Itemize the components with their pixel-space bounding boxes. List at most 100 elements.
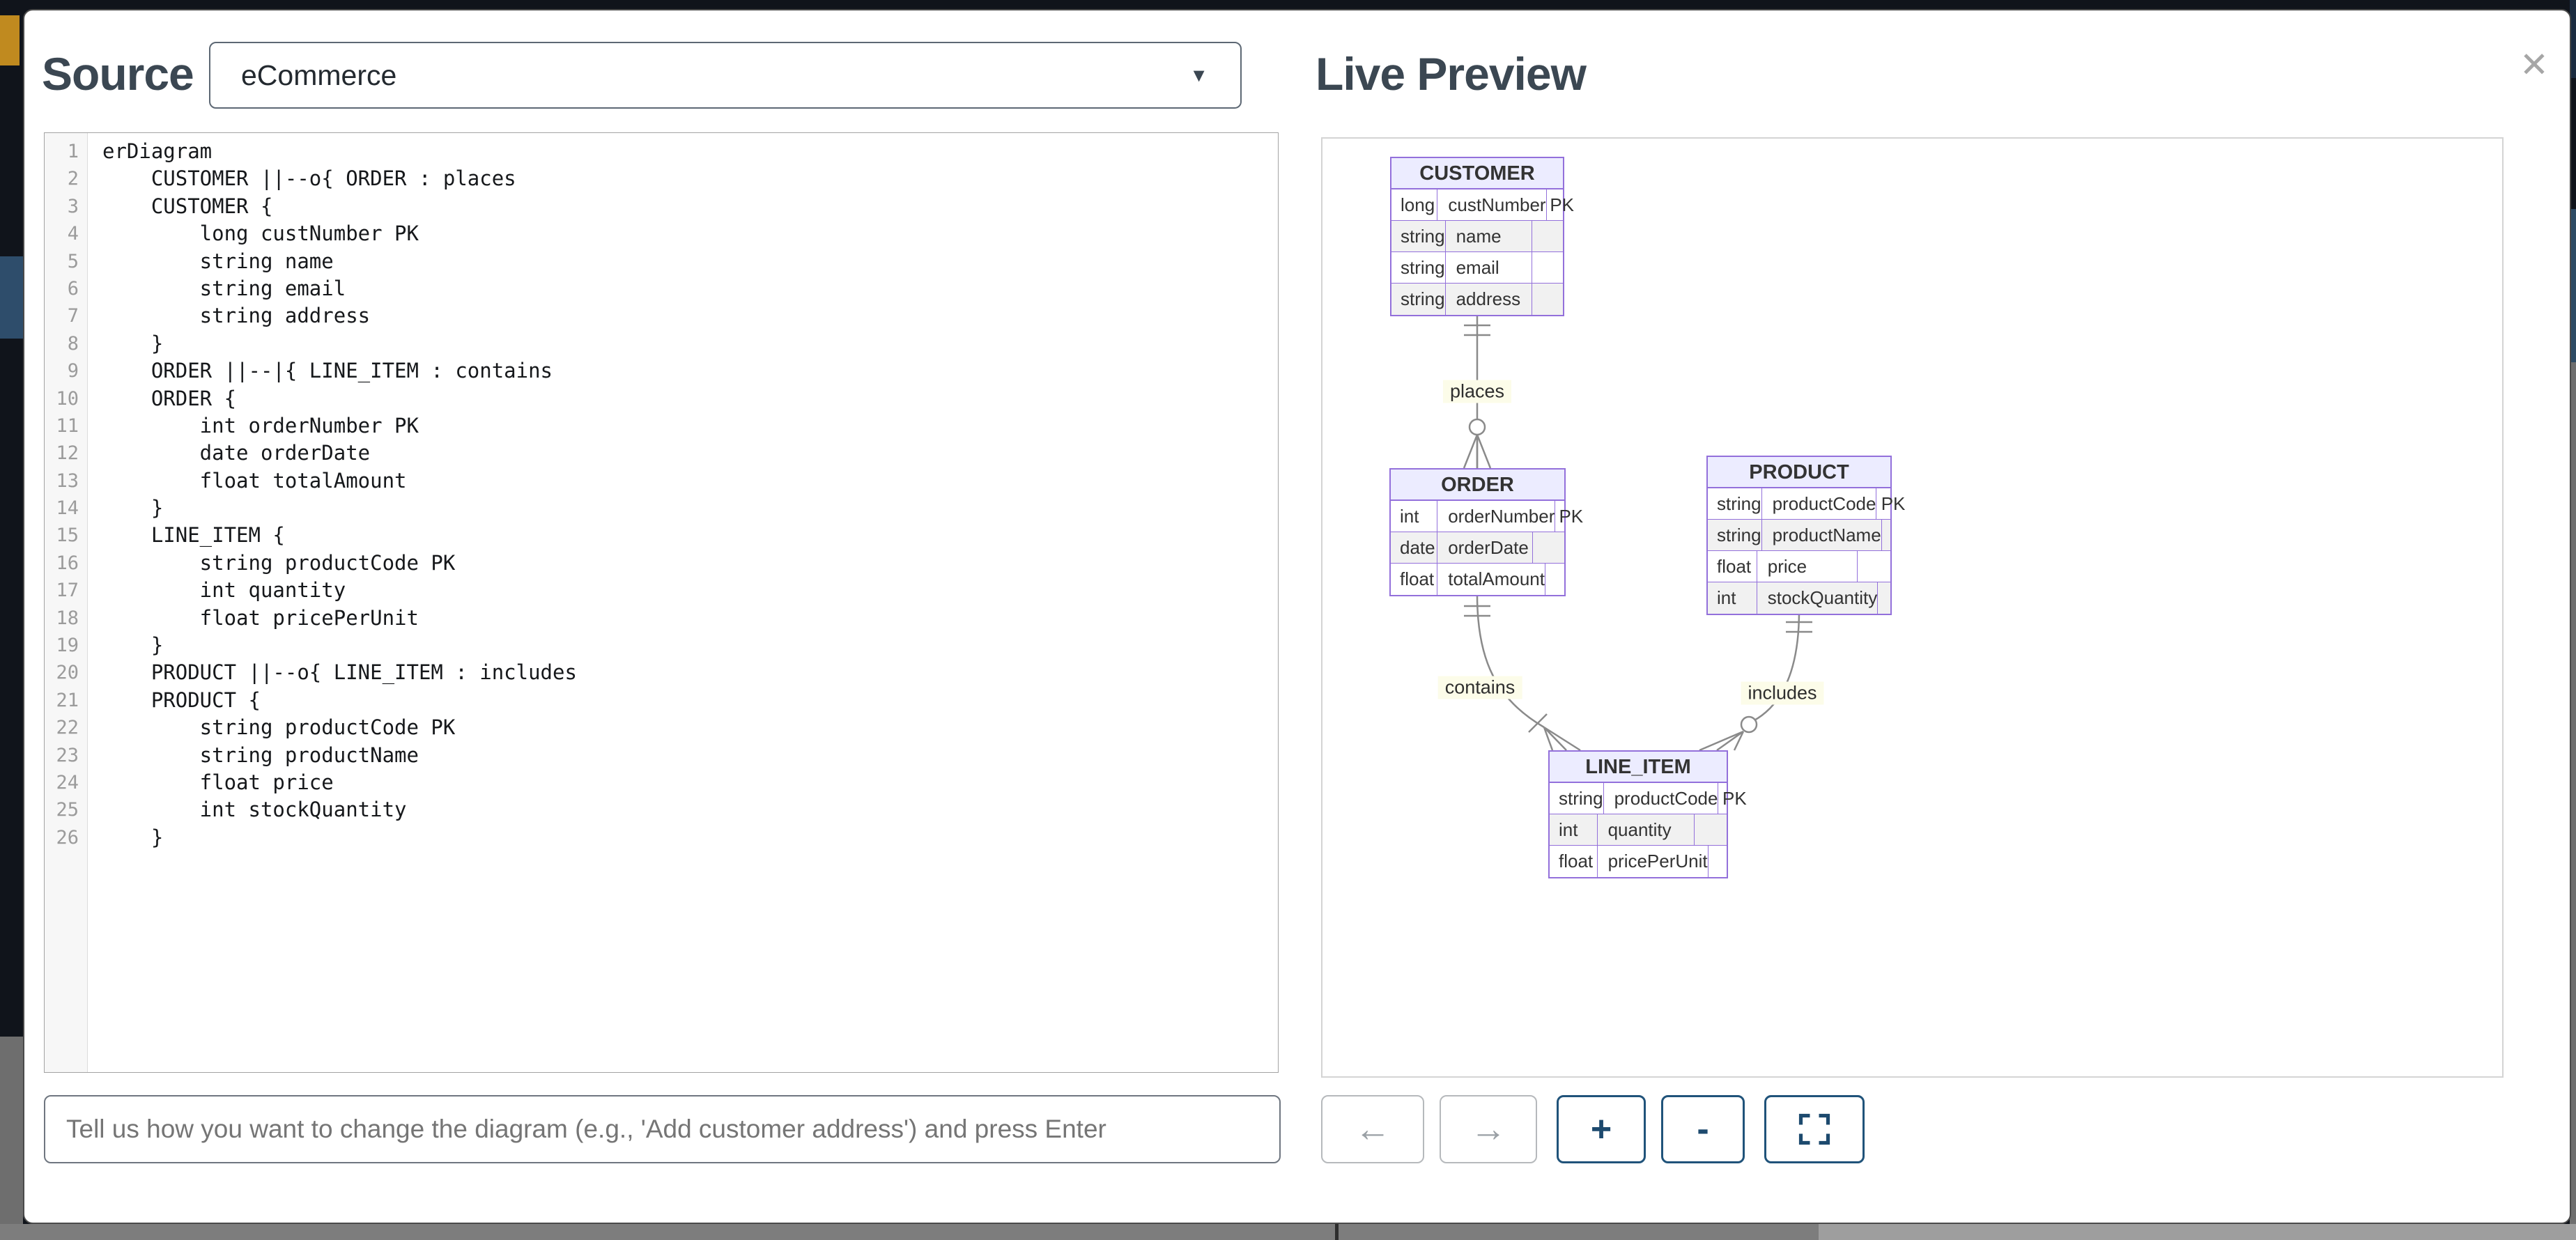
attribute-key — [1532, 221, 1563, 251]
code-text: string productName — [102, 743, 419, 767]
edge-label-places: places — [1442, 380, 1512, 403]
code-line: 21 PRODUCT { — [45, 687, 1278, 714]
edge-label-contains: contains — [1437, 676, 1522, 699]
line-number: 11 — [56, 414, 79, 437]
plus-icon: + — [1590, 1109, 1612, 1149]
code-text: } — [102, 496, 164, 520]
attribute-key — [1532, 252, 1563, 283]
line-number: 22 — [56, 717, 79, 739]
line-number: 1 — [67, 141, 79, 162]
line-number: 26 — [56, 826, 79, 848]
code-text: float pricePerUnit — [102, 605, 419, 630]
attribute-type: int — [1708, 582, 1757, 614]
page-bottom-strip-divider — [1335, 1224, 1339, 1240]
line-number: 7 — [67, 305, 79, 327]
attribute-name: price — [1757, 551, 1858, 582]
code-text: string productCode PK — [102, 550, 456, 575]
attribute-name: email — [1446, 252, 1532, 283]
line-number: 10 — [56, 387, 79, 410]
line-number: 5 — [67, 250, 79, 272]
attribute-key: PK — [1881, 493, 1906, 514]
line-number: 9 — [67, 360, 79, 382]
code-text: } — [102, 633, 164, 658]
live-preview-title: Live Preview — [1316, 48, 1587, 100]
entity-title: CUSTOMER — [1391, 158, 1563, 189]
code-line: 23 string productName — [45, 742, 1278, 769]
code-line: 17 int quantity — [45, 577, 1278, 604]
page-bottom-strip-segment — [1819, 1224, 2576, 1240]
page-edge-accent — [0, 15, 20, 65]
page-edge-accent — [0, 1037, 23, 1240]
attribute-key — [1545, 564, 1577, 595]
code-text: LINE_ITEM { — [102, 523, 285, 548]
code-line: 14 } — [45, 495, 1278, 522]
code-line: 13 float totalAmount — [45, 467, 1278, 495]
forward-arrow-icon: → — [1470, 1109, 1506, 1149]
code-text: CUSTOMER ||--o{ ORDER : places — [102, 166, 516, 191]
code-text: ORDER ||--|{ LINE_ITEM : contains — [102, 359, 553, 383]
history-forward-button[interactable]: → — [1440, 1095, 1537, 1163]
line-number: 15 — [56, 525, 79, 547]
attribute-key: PK — [1559, 506, 1584, 527]
line-number: 23 — [56, 744, 79, 766]
code-text: float price — [102, 770, 334, 794]
page-edge-accent — [2570, 362, 2576, 1240]
entity-title: PRODUCT — [1708, 457, 1890, 488]
attribute-type: int — [1391, 501, 1438, 532]
zero-circle — [1468, 418, 1486, 436]
attribute-key — [1709, 846, 1741, 877]
line-number: 3 — [67, 195, 79, 217]
code-text: float totalAmount — [102, 468, 407, 493]
code-text: ORDER { — [102, 386, 237, 410]
code-text: CUSTOMER { — [102, 194, 273, 218]
fullscreen-button[interactable] — [1764, 1095, 1865, 1163]
attribute-type: float — [1391, 564, 1438, 595]
history-back-button[interactable]: ← — [1321, 1095, 1424, 1163]
crow-foot — [1699, 730, 1745, 752]
edge-contains — [1476, 594, 1545, 729]
attribute-key — [1532, 284, 1563, 315]
zoom-in-button[interactable]: + — [1557, 1095, 1646, 1163]
code-line: 7 string address — [45, 302, 1278, 330]
template-select[interactable]: eCommerce ▼ — [209, 42, 1242, 109]
attribute-name: name — [1446, 221, 1532, 251]
line-number: 13 — [56, 470, 79, 492]
attribute-name: totalAmount — [1437, 564, 1545, 595]
attribute-key — [1858, 551, 1890, 582]
attribute-name: address — [1446, 284, 1532, 315]
line-number: 12 — [56, 442, 79, 465]
code-text: string address — [102, 304, 371, 328]
attribute-type: int — [1550, 814, 1598, 845]
code-line: 6 string email — [45, 275, 1278, 302]
diagram-change-input[interactable] — [44, 1095, 1281, 1163]
attribute-key: PK — [1722, 788, 1747, 809]
attribute-name: custNumber — [1437, 189, 1547, 220]
attribute-key — [1882, 520, 1915, 550]
close-icon[interactable]: ✕ — [2510, 40, 2559, 89]
zoom-out-button[interactable]: - — [1661, 1095, 1745, 1163]
attribute-name: quantity — [1598, 814, 1695, 845]
line-number: 8 — [67, 332, 79, 355]
line-number: 19 — [56, 635, 79, 657]
code-line: 19 } — [45, 632, 1278, 659]
code-line: 3 CUSTOMER { — [45, 193, 1278, 220]
code-text: } — [102, 331, 164, 355]
attribute-key: PK — [1550, 194, 1575, 215]
code-line: 24 float price — [45, 769, 1278, 796]
code-line: 11 int orderNumber PK — [45, 412, 1278, 440]
